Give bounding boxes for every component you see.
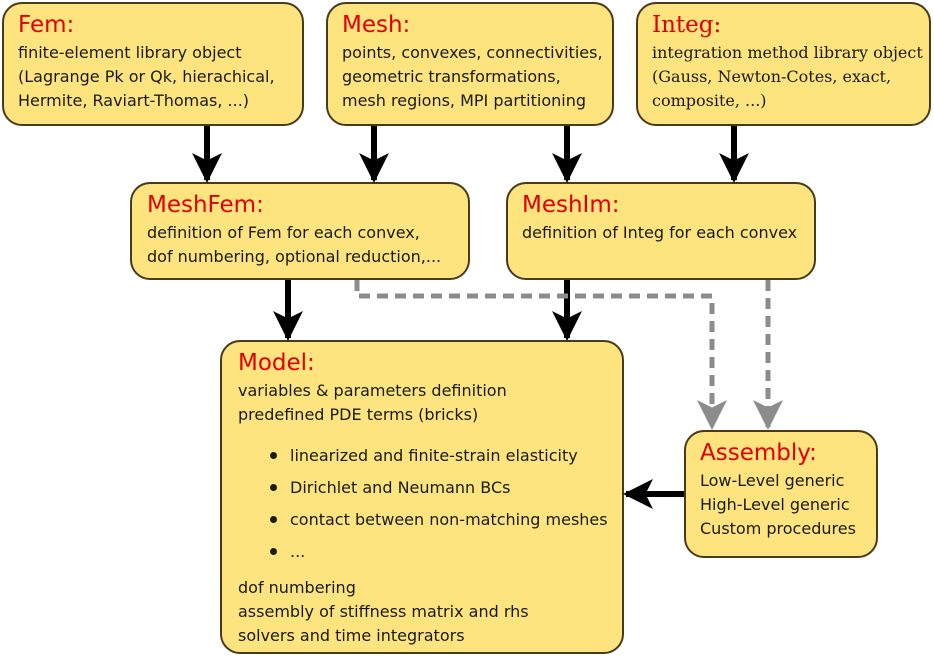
mesh-line: geometric transformations,: [342, 67, 561, 86]
meshim-title: MeshIm:: [522, 192, 620, 218]
bullet-text: contact between non-matching meshes: [290, 510, 608, 529]
bullet-text: linearized and finite-strain elasticity: [290, 446, 578, 465]
assembly-line: Low-Level generic: [700, 471, 845, 490]
model-bullet-list: linearized and finite-strain elasticity …: [238, 440, 622, 568]
mesh-line: mesh regions, MPI partitioning: [342, 91, 587, 110]
assembly-line: Custom procedures: [700, 519, 856, 538]
meshfem-title: MeshFem:: [147, 192, 264, 218]
bullet-icon: [270, 452, 277, 459]
bullet-icon: [270, 516, 277, 523]
bullet-icon: [270, 548, 277, 555]
model-line: dof numbering: [238, 578, 356, 597]
bullet-text: Dirichlet and Neumann BCs: [290, 478, 511, 497]
mesh-title: Mesh:: [342, 12, 411, 38]
mesh-line: points, convexes, connectivities,: [342, 43, 603, 62]
assembly-box: Assembly: Low-Level generic High-Level g…: [684, 430, 878, 558]
assembly-line: High-Level generic: [700, 495, 850, 514]
fem-line: (Lagrange Pk or Qk, hierachical,: [18, 67, 275, 86]
list-item: linearized and finite-strain elasticity: [270, 440, 622, 472]
bullet-icon: [270, 484, 277, 491]
mesh-box: Mesh: points, convexes, connectivities, …: [326, 2, 614, 126]
model-line: variables & parameters definition: [238, 381, 507, 400]
fem-box: Fem: finite-element library object (Lagr…: [2, 2, 304, 126]
meshim-line: definition of Integ for each convex: [522, 223, 798, 242]
meshfem-line: dof numbering, optional reduction,...: [147, 247, 442, 266]
model-line: predefined PDE terms (bricks): [238, 405, 479, 424]
integ-line: (Gauss, Newton-Cotes, exact,: [652, 67, 892, 86]
bullet-text: ...: [290, 542, 306, 561]
meshfem-box: MeshFem: definition of Fem for each conv…: [130, 182, 470, 280]
assembly-title: Assembly:: [700, 440, 817, 466]
integ-box: Integ: integration method library object…: [636, 2, 931, 126]
meshim-box: MeshIm: definition of Integ for each con…: [506, 182, 816, 280]
fem-line: Hermite, Raviart-Thomas, ...): [18, 91, 250, 110]
list-item: contact between non-matching meshes: [270, 504, 622, 536]
list-item: Dirichlet and Neumann BCs: [270, 472, 622, 504]
list-item: ...: [270, 536, 622, 568]
integ-title: Integ:: [652, 12, 722, 38]
model-line: assembly of stiffness matrix and rhs: [238, 602, 529, 621]
dashed-arrow-meshfem-to-assembly: [354, 280, 727, 430]
model-line: solvers and time integrators: [238, 626, 465, 645]
fem-title: Fem:: [18, 12, 75, 38]
integ-line: integration method library object: [652, 43, 923, 62]
meshfem-line: definition of Fem for each convex,: [147, 223, 420, 242]
integ-line: composite, ...): [652, 91, 767, 110]
fem-line: finite-element library object: [18, 43, 242, 62]
model-title: Model:: [238, 350, 315, 376]
